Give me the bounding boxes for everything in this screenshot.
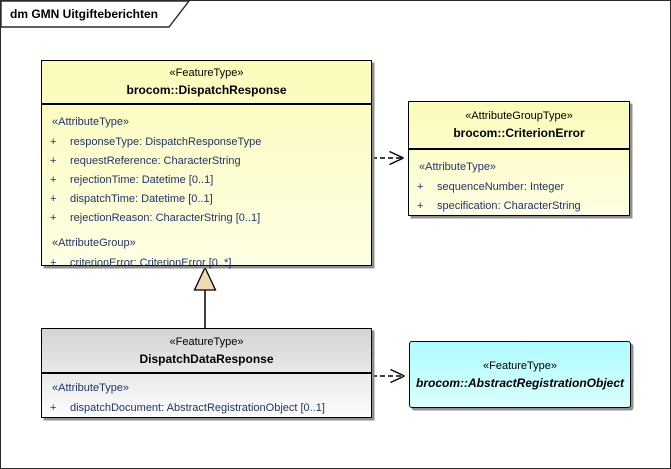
attribute-group-label: «AttributeGroup» <box>52 237 136 249</box>
attribute-text: dispatchDocument: AbstractRegistrationOb… <box>70 402 325 414</box>
frame-tab-polygon <box>1 1 190 28</box>
class-stereotype: «FeatureType» <box>483 359 557 372</box>
attribute-row[interactable]: + dispatchTime: Datetime [0..1] <box>42 190 371 209</box>
attribute-visibility: + <box>50 155 57 167</box>
class-header: «FeatureType» brocom::DispatchResponse <box>42 61 371 105</box>
dependency-arrowhead-icon <box>390 368 405 384</box>
attribute-row[interactable]: + specification: CharacterString <box>409 197 629 216</box>
class-name: brocom::DispatchResponse <box>126 83 287 97</box>
attributes-compartment: «AttributeType» + responseType: Dispatch… <box>42 105 371 273</box>
class-stereotype: «FeatureType» <box>169 67 244 79</box>
class-box-dispatch-data-response[interactable]: «FeatureType» DispatchDataResponse «Attr… <box>41 328 372 418</box>
diagram-frame-tab: dm GMN Uitgifteberichten <box>1 1 201 31</box>
attribute-text: requestReference: CharacterString <box>70 155 241 167</box>
attribute-text: rejectionReason: CharacterString [0..1] <box>70 212 261 224</box>
class-header: «FeatureType» DispatchDataResponse <box>42 329 371 374</box>
attribute-visibility: + <box>50 402 57 414</box>
attribute-row[interactable]: + rejectionTime: Datetime [0..1] <box>42 171 371 190</box>
attribute-type-label: «AttributeType» <box>52 116 130 128</box>
attribute-row[interactable]: + criterionError: CriterionError [0..*] <box>42 254 371 273</box>
attribute-visibility: + <box>50 212 57 224</box>
class-box-abstract-registration-object[interactable]: «FeatureType» brocom::AbstractRegistrati… <box>409 341 631 408</box>
attribute-visibility: + <box>50 193 57 205</box>
frame-tab-shape <box>1 1 190 28</box>
attribute-row[interactable]: + requestReference: CharacterString <box>42 152 371 171</box>
attribute-visibility: + <box>50 257 57 269</box>
attribute-row[interactable]: + sequenceNumber: Integer <box>409 178 629 197</box>
class-stereotype: «AttributeGroupType» <box>465 110 573 122</box>
class-name: brocom::AbstractRegistrationObject <box>415 375 625 390</box>
class-header: «FeatureType» brocom::AbstractRegistrati… <box>410 342 630 407</box>
attribute-row[interactable]: + dispatchDocument: AbstractRegistration… <box>42 399 371 418</box>
class-box-criterion-error[interactable]: «AttributeGroupType» brocom::CriterionEr… <box>408 101 630 216</box>
class-name: brocom::CriterionError <box>453 126 585 140</box>
attribute-row[interactable]: + rejectionReason: CharacterString [0..1… <box>42 209 371 228</box>
class-stereotype: «FeatureType» <box>169 335 244 348</box>
attribute-row[interactable]: + responseType: DispatchResponseType <box>42 133 371 152</box>
attribute-text: rejectionTime: Datetime [0..1] <box>70 174 214 186</box>
attribute-visibility: + <box>417 181 424 193</box>
attribute-visibility: + <box>417 200 424 212</box>
attributes-compartment: «AttributeType» + dispatchDocument: Abst… <box>42 374 371 418</box>
dependency-arrowhead-icon <box>389 150 404 166</box>
attribute-text: criterionError: CriterionError [0..*] <box>70 257 232 269</box>
attributes-compartment: «AttributeType» + sequenceNumber: Intege… <box>409 150 629 216</box>
class-name: DispatchDataResponse <box>139 351 274 366</box>
diagram-title: dm GMN Uitgifteberichten <box>10 7 159 21</box>
attribute-text: dispatchTime: Datetime [0..1] <box>70 193 213 205</box>
class-box-dispatch-response[interactable]: «FeatureType» brocom::DispatchResponse «… <box>41 60 372 269</box>
attribute-text: sequenceNumber: Integer <box>437 181 565 193</box>
attribute-text: responseType: DispatchResponseType <box>70 136 262 148</box>
attribute-text: specification: CharacterString <box>437 200 581 212</box>
attribute-type-label: «AttributeType» <box>52 382 130 394</box>
class-header: «AttributeGroupType» brocom::CriterionEr… <box>409 102 629 150</box>
generalization-triangle-icon[interactable] <box>193 265 217 291</box>
attribute-type-label: «AttributeType» <box>419 161 497 173</box>
attribute-visibility: + <box>50 136 57 148</box>
attribute-visibility: + <box>50 174 57 186</box>
